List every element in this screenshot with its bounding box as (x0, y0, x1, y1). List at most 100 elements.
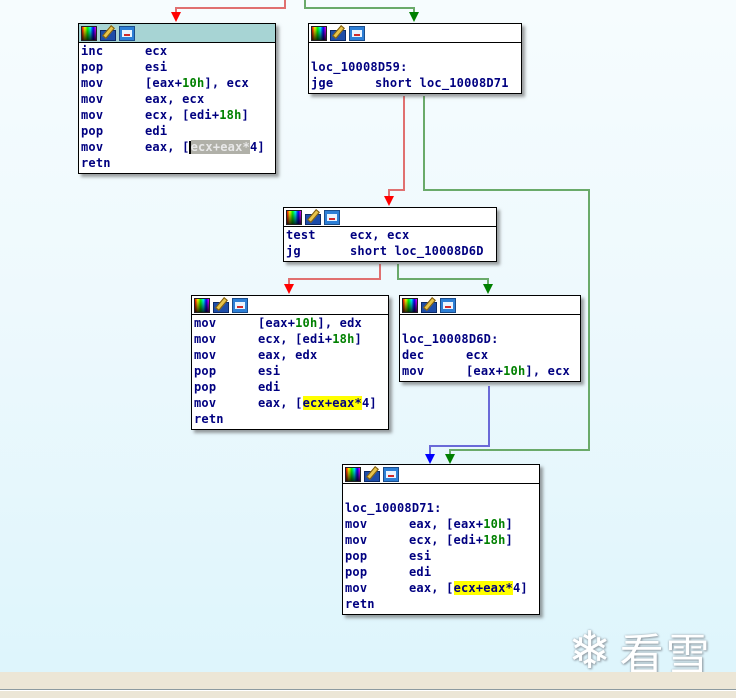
code-label[interactable]: loc_10008D6D: (402, 332, 499, 346)
arrow-false-n4 (284, 284, 294, 294)
color-palette-icon[interactable] (81, 25, 97, 41)
operand: eax, [eax+ (409, 517, 484, 531)
block-header (309, 24, 521, 43)
operand: eax, [ (258, 396, 303, 410)
graph-overview-icon[interactable] (349, 25, 365, 41)
color-palette-icon[interactable] (286, 209, 302, 225)
block-header (284, 208, 496, 227)
mnemonic: mov (194, 316, 217, 330)
mnemonic: mov (81, 108, 104, 122)
code-label[interactable]: loc_10008D59: (311, 60, 408, 74)
immediate-value: 18h (483, 533, 506, 547)
divider (0, 689, 736, 690)
color-palette-icon[interactable] (402, 297, 418, 313)
immediate-value: 18h (219, 108, 242, 122)
graph-overview-icon[interactable] (324, 209, 340, 225)
blank-line (345, 484, 537, 500)
mnemonic: mov (345, 533, 368, 547)
operand: ], ecx (204, 76, 249, 90)
arrow-true-n2 (409, 12, 419, 22)
operand: [eax+ (466, 364, 504, 378)
operand: ecx (145, 44, 168, 58)
instruction-line[interactable]: mov[eax+10h], ecx (81, 75, 273, 91)
block-header (79, 24, 275, 43)
edit-node-icon[interactable] (213, 301, 229, 313)
mnemonic: mov (345, 581, 368, 595)
mnemonic: retn (81, 156, 111, 170)
mnemonic: mov (81, 140, 104, 154)
graph-overview-icon[interactable] (232, 297, 248, 313)
instruction-line[interactable]: retn (81, 155, 273, 171)
instruction-line[interactable]: retn (345, 596, 537, 612)
operand: eax, ecx (145, 92, 205, 106)
edit-node-icon[interactable] (330, 29, 346, 41)
instruction-line[interactable]: mov ecx, [edi+18h] (345, 532, 537, 548)
instruction-line[interactable]: mov[eax+10h], edx (194, 315, 386, 331)
mnemonic: mov (81, 76, 104, 90)
graph-overview-icon[interactable] (119, 25, 135, 41)
instruction-line[interactable]: mov[eax+10h], ecx (402, 363, 578, 379)
code-label[interactable]: loc_10008D71: (345, 501, 442, 515)
blank-line (311, 43, 519, 59)
operand: ecx (466, 348, 489, 362)
edit-node-icon[interactable] (364, 470, 380, 482)
text-cursor (188, 141, 191, 154)
operand: ] (241, 108, 249, 122)
edit-node-icon[interactable] (421, 301, 437, 313)
operand: [eax+ (258, 316, 296, 330)
instruction-line[interactable]: retn (194, 411, 386, 427)
edit-node-icon[interactable] (100, 29, 116, 41)
immediate-value: 10h (295, 316, 318, 330)
edit-node-icon[interactable] (305, 213, 321, 225)
immediate-value: 18h (332, 332, 355, 346)
operand: edi (409, 565, 432, 579)
color-palette-icon[interactable] (345, 466, 361, 482)
operand: ] (505, 533, 513, 547)
mnemonic: retn (194, 412, 224, 426)
operand: 4] (249, 140, 265, 154)
arrow-uncond-n6 (425, 454, 435, 464)
edge-true-to-n2 (304, 0, 415, 18)
mnemonic: mov (402, 364, 425, 378)
blank-line (402, 315, 578, 331)
operand: ecx, [edi+ (409, 533, 484, 547)
operand: ] (505, 517, 513, 531)
mnemonic: retn (345, 597, 375, 611)
instruction-line[interactable]: mov eax, ecx (81, 91, 273, 107)
color-palette-icon[interactable] (311, 25, 327, 41)
mnemonic: mov (194, 332, 217, 346)
operand: eax, [ (409, 581, 454, 595)
graph-overview-icon[interactable] (440, 297, 456, 313)
status-bar (0, 672, 736, 698)
mnemonic: mov (81, 92, 104, 106)
graph-overview-icon[interactable] (383, 466, 399, 482)
color-palette-icon[interactable] (194, 297, 210, 313)
